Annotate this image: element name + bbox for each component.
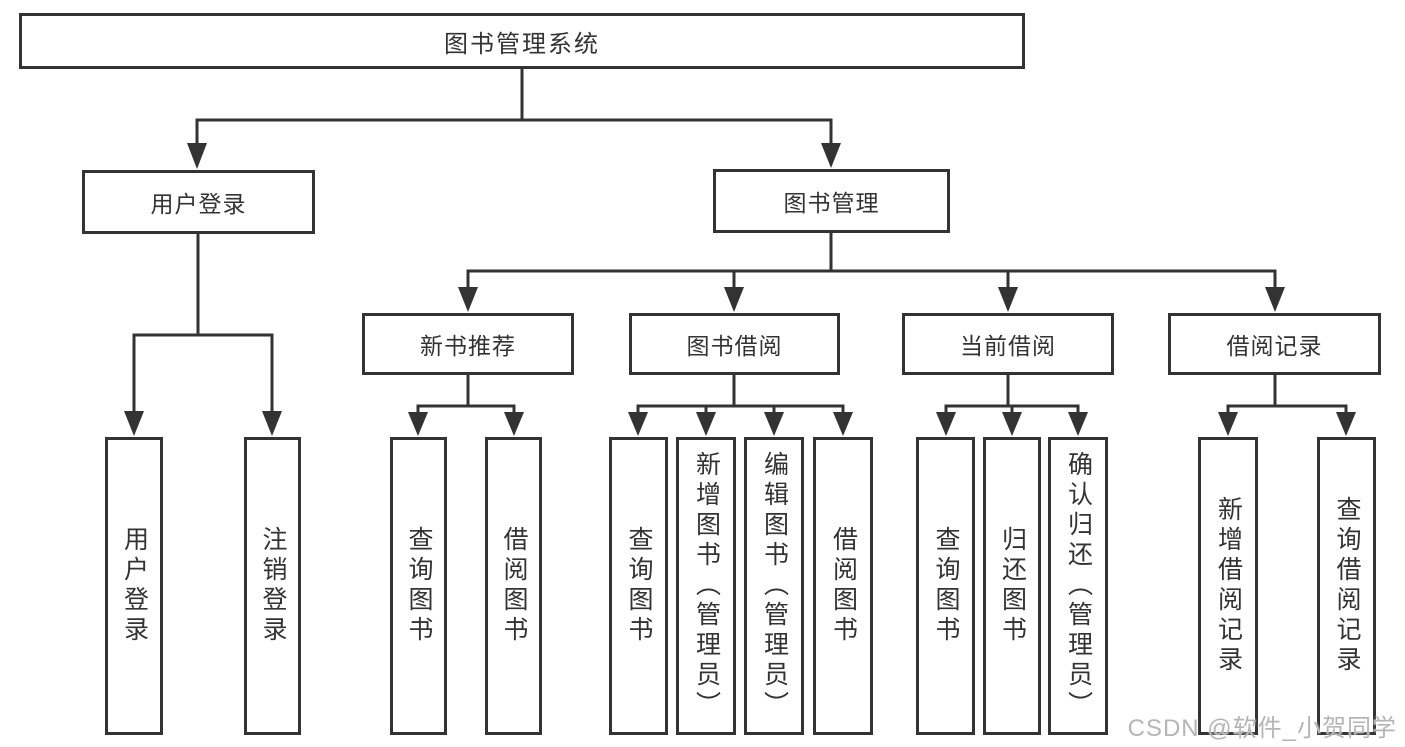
leaf-return-books: 归还图书 <box>983 437 1041 735</box>
node-new-book-recommendation-label: 新书推荐 <box>420 333 516 359</box>
leaf-query-books-3-label: 查询图书 <box>932 526 960 646</box>
leaf-query-borrow-record: 查询借阅记录 <box>1317 437 1376 735</box>
arrowhead-down-leaf-return-books <box>1002 412 1022 436</box>
leaf-query-books-2-label: 查询图书 <box>625 526 653 646</box>
connector-level3-bar <box>466 269 1277 289</box>
leaf-query-books-3: 查询图书 <box>916 437 975 735</box>
node-library-system: 图书管理系统 <box>19 13 1025 69</box>
leaf-logout: 注销登录 <box>244 437 301 735</box>
arrowhead-down-leaf-query-books-2 <box>628 412 648 436</box>
leaf-return-books-label: 归还图书 <box>998 526 1027 646</box>
leaf-user-login: 用户登录 <box>105 437 163 735</box>
node-borrowing-records: 借阅记录 <box>1168 313 1381 375</box>
leaf-query-borrow-record-label: 查询借阅记录 <box>1333 496 1361 676</box>
leaf-borrow-books-1: 借阅图书 <box>485 437 542 735</box>
arrowhead-down-leaf-query-books-3 <box>936 412 956 436</box>
node-borrowing-records-label: 借阅记录 <box>1226 333 1323 359</box>
leaf-confirm-return-admin: 确认归还（管理员） <box>1048 437 1108 735</box>
leaf-add-borrow-record: 新增借阅记录 <box>1198 437 1258 735</box>
leaf-query-books-1: 查询图书 <box>390 437 447 735</box>
node-current-borrowing-label: 当前借阅 <box>960 333 1056 359</box>
leaf-user-login-label: 用户登录 <box>120 526 149 646</box>
arrowhead-down-leaf-user-login <box>124 411 144 436</box>
node-library-system-label: 图书管理系统 <box>444 30 600 58</box>
connector-new-book-bar <box>416 404 516 414</box>
node-book-management-label: 图书管理 <box>783 190 880 216</box>
leaf-confirm-return-admin-label: 确认归还（管理员） <box>1064 451 1093 721</box>
leaf-query-books-2: 查询图书 <box>609 437 668 735</box>
arrowhead-down-leaf-add-borrow-record <box>1218 412 1238 436</box>
arrowhead-down-user-login <box>187 143 207 169</box>
leaf-edit-books-admin: 编辑图书（管理员） <box>744 437 804 735</box>
arrowhead-down-new-book-recommendation <box>458 287 478 312</box>
leaf-add-books-admin: 新增图书（管理员） <box>676 437 736 735</box>
connector-book-borrowing-bar <box>636 404 845 414</box>
node-user-login-label: 用户登录 <box>150 191 247 217</box>
leaf-logout-label: 注销登录 <box>259 526 287 646</box>
connector-borrow-records-bar <box>1226 404 1348 414</box>
arrowhead-down-leaf-add-books <box>696 412 716 436</box>
leaf-edit-books-admin-label: 编辑图书（管理员） <box>760 451 789 721</box>
arrowhead-down-leaf-edit-books <box>764 412 784 436</box>
node-user-login: 用户登录 <box>82 170 315 234</box>
leaf-borrow-books-2-label: 借阅图书 <box>829 526 858 646</box>
arrowhead-down-book-borrowing <box>724 287 744 312</box>
node-book-borrowing-label: 图书借阅 <box>686 333 783 359</box>
leaf-add-borrow-record-label: 新增借阅记录 <box>1214 496 1243 676</box>
arrowhead-down-leaf-logout <box>262 411 282 436</box>
arrowhead-down-leaf-borrow-books-2 <box>833 412 853 436</box>
arrowhead-down-current-borrowing <box>998 287 1018 312</box>
node-current-borrowing: 当前借阅 <box>902 313 1114 375</box>
node-book-management: 图书管理 <box>713 169 950 233</box>
arrowhead-down-leaf-borrow-books-1 <box>504 412 524 436</box>
leaf-borrow-books-1-label: 借阅图书 <box>500 526 528 646</box>
connector-user-login-bar <box>132 333 274 413</box>
leaf-add-books-admin-label: 新增图书（管理员） <box>692 451 721 721</box>
arrowhead-down-leaf-query-books-1 <box>408 412 428 436</box>
arrowhead-down-borrowing-records <box>1265 287 1285 312</box>
node-new-book-recommendation: 新书推荐 <box>362 313 574 375</box>
arrowhead-down-leaf-query-borrow-record <box>1336 412 1356 436</box>
leaf-borrow-books-2: 借阅图书 <box>813 437 873 735</box>
leaf-query-books-1-label: 查询图书 <box>405 526 433 646</box>
arrowhead-down-leaf-confirm-return <box>1068 412 1088 436</box>
arrowhead-down-book-management <box>821 143 841 168</box>
node-book-borrowing: 图书借阅 <box>629 313 840 375</box>
connector-level2-bar <box>195 118 833 144</box>
watermark: CSDN @软件_小贺同学 <box>1127 715 1397 742</box>
